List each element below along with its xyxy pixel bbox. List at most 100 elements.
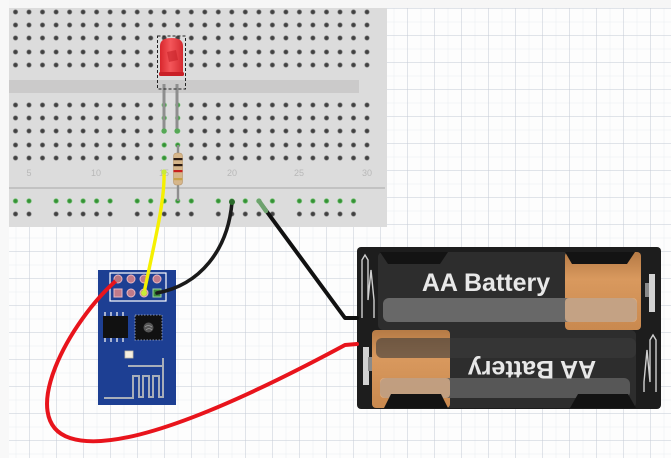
power-rail-holes[interactable] bbox=[12, 198, 357, 217]
breadboard-hole[interactable] bbox=[364, 155, 370, 161]
breadboard-hole[interactable] bbox=[66, 142, 73, 148]
breadboard-hole[interactable] bbox=[80, 62, 86, 68]
breadboard-hole[interactable] bbox=[107, 102, 113, 108]
breadboard-hole[interactable] bbox=[26, 128, 32, 134]
breadboard-hole[interactable] bbox=[188, 115, 195, 121]
breadboard-hole[interactable] bbox=[337, 115, 343, 121]
breadboard-hole[interactable] bbox=[53, 128, 59, 134]
breadboard-hole[interactable] bbox=[107, 9, 113, 15]
breadboard-hole[interactable] bbox=[256, 211, 262, 217]
breadboard-hole[interactable] bbox=[296, 9, 303, 15]
breadboard-hole[interactable] bbox=[120, 155, 127, 161]
breadboard-hole[interactable] bbox=[12, 35, 19, 41]
breadboard-hole[interactable] bbox=[215, 128, 222, 134]
breadboard-hole[interactable] bbox=[242, 128, 249, 134]
breadboard-hole[interactable] bbox=[66, 102, 73, 108]
breadboard-hole[interactable] bbox=[53, 22, 59, 28]
breadboard-hole[interactable] bbox=[120, 102, 127, 108]
breadboard-hole[interactable] bbox=[120, 35, 127, 41]
breadboard-hole[interactable] bbox=[66, 35, 73, 41]
breadboard-hole[interactable] bbox=[350, 155, 357, 161]
breadboard-hole[interactable] bbox=[256, 35, 262, 41]
breadboard-hole[interactable] bbox=[337, 9, 343, 15]
breadboard-hole[interactable] bbox=[107, 62, 113, 68]
breadboard-hole[interactable] bbox=[201, 102, 208, 108]
breadboard-hole[interactable] bbox=[174, 211, 181, 217]
breadboard-hole[interactable] bbox=[296, 22, 303, 28]
breadboard-hole[interactable] bbox=[147, 142, 154, 148]
breadboard-hole[interactable] bbox=[12, 128, 19, 134]
breadboard-hole[interactable] bbox=[12, 142, 19, 148]
connected-hole[interactable] bbox=[66, 198, 73, 204]
breadboard-hole[interactable] bbox=[80, 115, 86, 121]
breadboard-hole[interactable] bbox=[310, 155, 316, 161]
breadboard-hole[interactable] bbox=[107, 211, 113, 217]
breadboard-hole[interactable] bbox=[323, 128, 330, 134]
breadboard-hole[interactable] bbox=[26, 211, 32, 217]
breadboard-hole[interactable] bbox=[134, 211, 141, 217]
breadboard-hole[interactable] bbox=[93, 35, 100, 41]
breadboard-hole[interactable] bbox=[283, 115, 289, 121]
breadboard-hole[interactable] bbox=[256, 22, 262, 28]
breadboard-hole[interactable] bbox=[228, 115, 235, 121]
breadboard-hole[interactable] bbox=[134, 142, 141, 148]
yellow-wire[interactable] bbox=[142, 170, 166, 295]
breadboard-hole[interactable] bbox=[242, 49, 249, 55]
breadboard-hole[interactable] bbox=[269, 115, 276, 121]
breadboard-hole[interactable] bbox=[93, 102, 100, 108]
breadboard-hole[interactable] bbox=[201, 155, 208, 161]
breadboard-hole[interactable] bbox=[66, 155, 73, 161]
breadboard-hole[interactable] bbox=[242, 155, 249, 161]
breadboard-hole[interactable] bbox=[26, 49, 32, 55]
breadboard-hole[interactable] bbox=[80, 102, 86, 108]
breadboard-hole[interactable] bbox=[323, 62, 330, 68]
breadboard-hole[interactable] bbox=[310, 142, 316, 148]
breadboard-hole[interactable] bbox=[364, 9, 370, 15]
breadboard[interactable]: 5 10 15 20 25 30 bbox=[9, 8, 387, 227]
breadboard-hole[interactable] bbox=[283, 22, 289, 28]
breadboard-hole[interactable] bbox=[93, 211, 100, 217]
terminal-holes-top[interactable] bbox=[12, 9, 370, 68]
breadboard-hole[interactable] bbox=[350, 9, 357, 15]
breadboard-hole[interactable] bbox=[242, 62, 249, 68]
breadboard-hole[interactable] bbox=[323, 22, 330, 28]
breadboard-hole[interactable] bbox=[53, 155, 59, 161]
breadboard-hole[interactable] bbox=[323, 102, 330, 108]
breadboard-hole[interactable] bbox=[188, 142, 195, 148]
connected-hole[interactable] bbox=[80, 198, 86, 204]
breadboard-hole[interactable] bbox=[120, 142, 127, 148]
breadboard-hole[interactable] bbox=[107, 35, 113, 41]
breadboard-hole[interactable] bbox=[350, 35, 357, 41]
breadboard-hole[interactable] bbox=[53, 35, 59, 41]
breadboard-hole[interactable] bbox=[242, 115, 249, 121]
connected-hole[interactable] bbox=[269, 198, 276, 204]
breadboard-hole[interactable] bbox=[296, 35, 303, 41]
breadboard-hole[interactable] bbox=[120, 128, 127, 134]
breadboard-hole[interactable] bbox=[53, 102, 59, 108]
breadboard-hole[interactable] bbox=[310, 22, 316, 28]
breadboard-hole[interactable] bbox=[134, 49, 141, 55]
breadboard-hole[interactable] bbox=[256, 142, 262, 148]
breadboard-hole[interactable] bbox=[310, 102, 316, 108]
battery-holder[interactable]: AA Battery AA Battery bbox=[357, 247, 661, 409]
breadboard-hole[interactable] bbox=[26, 142, 32, 148]
breadboard-hole[interactable] bbox=[242, 9, 249, 15]
breadboard-hole[interactable] bbox=[134, 115, 141, 121]
red-wire[interactable] bbox=[45, 277, 359, 444]
breadboard-hole[interactable] bbox=[269, 22, 276, 28]
breadboard-hole[interactable] bbox=[39, 49, 46, 55]
breadboard-hole[interactable] bbox=[310, 62, 316, 68]
breadboard-hole[interactable] bbox=[296, 102, 303, 108]
breadboard-hole[interactable] bbox=[147, 22, 154, 28]
breadboard-hole[interactable] bbox=[242, 35, 249, 41]
breadboard-hole[interactable] bbox=[80, 128, 86, 134]
breadboard-hole[interactable] bbox=[215, 35, 222, 41]
breadboard-body[interactable] bbox=[9, 8, 387, 227]
breadboard-hole[interactable] bbox=[174, 22, 181, 28]
breadboard-hole[interactable] bbox=[350, 49, 357, 55]
connected-hole[interactable] bbox=[242, 198, 249, 204]
breadboard-hole[interactable] bbox=[39, 62, 46, 68]
breadboard-hole[interactable] bbox=[53, 49, 59, 55]
breadboard-hole[interactable] bbox=[283, 128, 289, 134]
breadboard-hole[interactable] bbox=[242, 102, 249, 108]
